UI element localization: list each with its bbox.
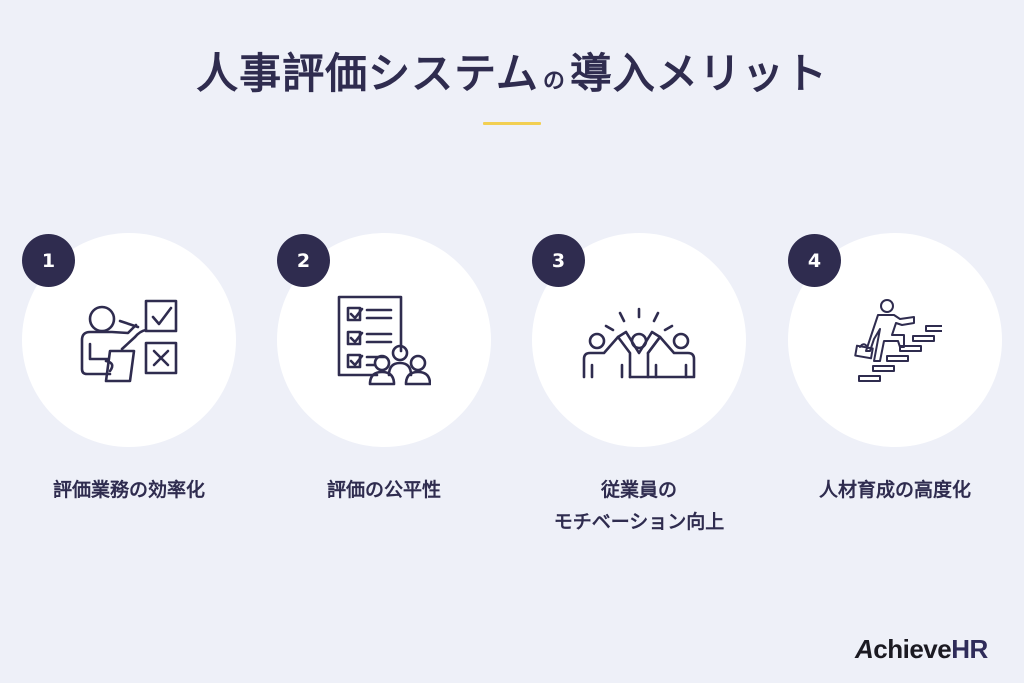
achievehr-logo: AchieveHR	[855, 634, 988, 664]
benefit-card-2: 2 評価の公平性	[277, 233, 533, 553]
benefit-card-3: 3 従業員の モチベーション向上	[532, 233, 788, 553]
teacher-checklist-icon	[80, 299, 178, 383]
logo-suffix: HR	[951, 634, 988, 664]
label-line-2: モチベーション向上	[553, 511, 725, 533]
label-line-1: 人材育成の高度化	[818, 479, 971, 501]
label-line-1: 従業員の	[600, 479, 677, 501]
number-badge: 1	[22, 234, 75, 287]
title-connector: の	[542, 69, 566, 94]
climbing-stairs-icon	[854, 299, 942, 382]
checklist-team-icon	[337, 295, 431, 386]
benefit-label: 評価業務の効率化	[22, 474, 236, 506]
label-line-1: 評価の公平性	[326, 479, 441, 501]
logo-wordmark: chieve	[873, 634, 952, 664]
logo-initial: A	[855, 634, 874, 664]
title-part2: 導入メリット	[569, 49, 828, 98]
benefit-label: 人材育成の高度化	[788, 474, 1002, 506]
benefit-card-1: 1 評価業務の効率化	[22, 233, 278, 553]
benefit-label: 評価の公平性	[277, 474, 491, 506]
number-badge: 4	[788, 234, 841, 287]
number-badge: 2	[277, 234, 330, 287]
page-title: 人事評価システムの導入メリット	[0, 44, 1024, 112]
label-line-1: 評価業務の効率化	[52, 479, 205, 501]
title-part1: 人事評価システム	[196, 49, 539, 98]
title-accent-divider	[483, 122, 541, 125]
benefit-card-4: 4 人材育成の高度化	[788, 233, 1024, 553]
benefit-label: 従業員の モチベーション向上	[512, 474, 766, 538]
number-badge: 3	[532, 234, 585, 287]
cheering-team-icon	[582, 307, 696, 379]
